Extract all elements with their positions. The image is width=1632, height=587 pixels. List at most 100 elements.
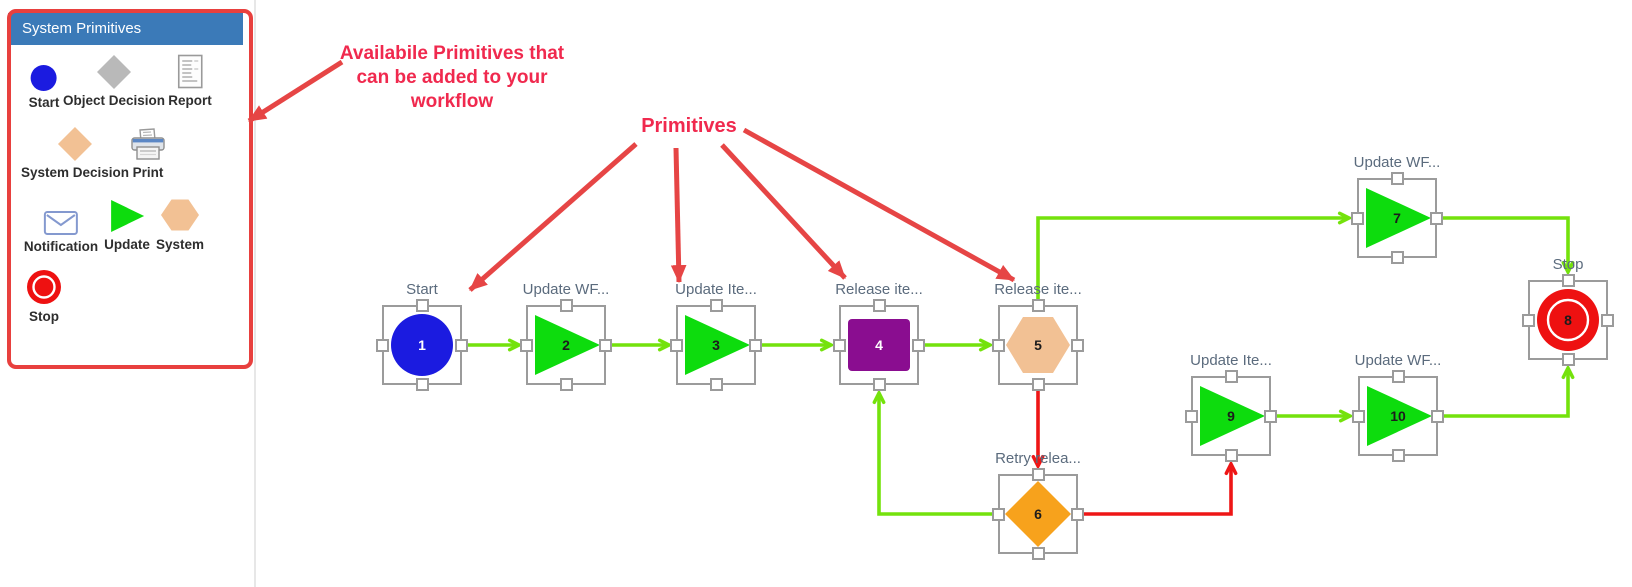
connector-handle[interactable] [1391,449,1405,462]
palette-item-label: Stop [29,309,59,324]
workflow-edge-6-4[interactable] [879,393,998,516]
connector-handle[interactable] [749,338,762,352]
connector-handle[interactable] [415,378,429,391]
node-shape-circle [391,314,453,376]
node-5-release-ite[interactable]: 5 [992,299,1084,391]
node-label: Update Ite... [1190,352,1272,369]
palette-item-label: Notification [23,239,99,254]
node-number: 1 [418,337,426,353]
workflow-edge-7-8[interactable] [1437,216,1568,272]
connector-handle[interactable] [1031,547,1045,560]
node-label: Update WF... [1353,154,1441,171]
node-10-update-wf[interactable]: 10 [1352,370,1444,462]
connector-handle[interactable] [992,338,1005,352]
connector-handle[interactable] [1071,507,1084,521]
palette-item-notification[interactable]: Notification [24,198,98,254]
node-2-update-wf[interactable]: 2 [520,299,612,391]
palette-item-stop[interactable]: Stop [25,268,63,324]
palette-item-report[interactable]: Report [168,52,212,108]
node-9-update-ite[interactable]: 9 [1185,370,1277,462]
palette-item-system-decision[interactable]: System Decision [21,124,129,180]
connector-handle[interactable] [1431,409,1444,423]
connector-handle[interactable] [1391,370,1405,383]
node-number: 7 [1393,210,1401,226]
triangle-icon [108,196,146,234]
diamond-icon [57,124,93,162]
connector-handle[interactable] [1264,409,1277,423]
report-icon [175,52,205,90]
connector-handle[interactable] [599,338,612,352]
node-number: 8 [1564,312,1572,328]
connector-handle[interactable] [872,299,886,312]
node-shape-rect [848,319,910,371]
connector-handle[interactable] [1601,313,1614,327]
connector-handle[interactable] [559,299,573,312]
connector-handle[interactable] [670,338,683,352]
connector-handle[interactable] [833,338,846,352]
connector-handle[interactable] [1430,211,1443,225]
workflow-edge-5-7[interactable] [1036,218,1349,305]
node-number: 10 [1390,408,1406,424]
connector-handle[interactable] [1031,378,1045,391]
connector-handle[interactable] [1561,353,1575,366]
palette-item-object-decision[interactable]: Object Decision [63,52,165,108]
connector-handle[interactable] [992,507,1005,521]
node-1-start[interactable]: 1 [376,299,468,391]
node-shape-triangle [1366,188,1431,248]
node-number: 5 [1034,337,1042,353]
connector-handle[interactable] [520,338,533,352]
envelope-icon [43,198,79,236]
connector-handle[interactable] [1351,211,1364,225]
connector-handle[interactable] [455,338,468,352]
panel-title: System Primitives [8,13,243,45]
connector-handle[interactable] [1224,449,1238,462]
node-shape-stopcircle [1537,289,1599,351]
connector-handle[interactable] [872,378,886,391]
palette-item-label: System [155,237,205,252]
connector-handle[interactable] [1224,370,1238,383]
note-line: workflow [410,91,494,112]
palette-item-start[interactable]: Start [29,54,59,110]
node-label: Update WF... [1354,352,1442,369]
node-shape-triangle [535,315,600,375]
workflow-edge-10-8[interactable] [1438,368,1568,418]
node-4-release-ite[interactable]: 4 [833,299,925,391]
connector-handle[interactable] [415,299,429,312]
node-number: 2 [562,337,570,353]
connector-handle[interactable] [1071,338,1084,352]
connector-handle[interactable] [1390,251,1404,264]
connector-handle[interactable] [1561,274,1575,287]
node-3-update-ite[interactable]: 3 [670,299,762,391]
connector-handle[interactable] [1522,313,1535,327]
connector-handle[interactable] [1031,468,1045,481]
node-number: 6 [1034,506,1042,522]
connector-handle[interactable] [1390,172,1404,185]
connector-handle[interactable] [1185,409,1198,423]
palette-item-print[interactable]: Print [128,124,168,180]
connector-handle[interactable] [709,299,723,312]
palette-item-label: Print [132,165,164,180]
palette-item-label: System Decision [20,165,130,180]
palette-item-system[interactable]: System [156,196,204,252]
connector-handle[interactable] [1352,409,1365,423]
workflow-edge-6-9[interactable] [1078,464,1231,516]
palette-item-label: Report [168,93,212,108]
stop-icon [25,268,63,306]
connector-handle[interactable] [376,338,389,352]
printer-icon [128,124,168,162]
connector-handle[interactable] [1031,299,1045,312]
connector-handle[interactable] [709,378,723,391]
node-8-stop[interactable]: 8 [1522,274,1614,366]
palette-item-update[interactable]: Update [104,196,150,252]
connector-handle[interactable] [912,338,925,352]
node-7-update-wf[interactable]: 7 [1351,172,1443,264]
hexagon-icon [158,196,202,234]
node-6-retry-relea[interactable]: 6 [992,468,1084,560]
workflow-canvas[interactable] [256,0,1632,587]
annotation-note: Availabile Primitives that can be added … [332,42,572,114]
connector-handle[interactable] [559,378,573,391]
